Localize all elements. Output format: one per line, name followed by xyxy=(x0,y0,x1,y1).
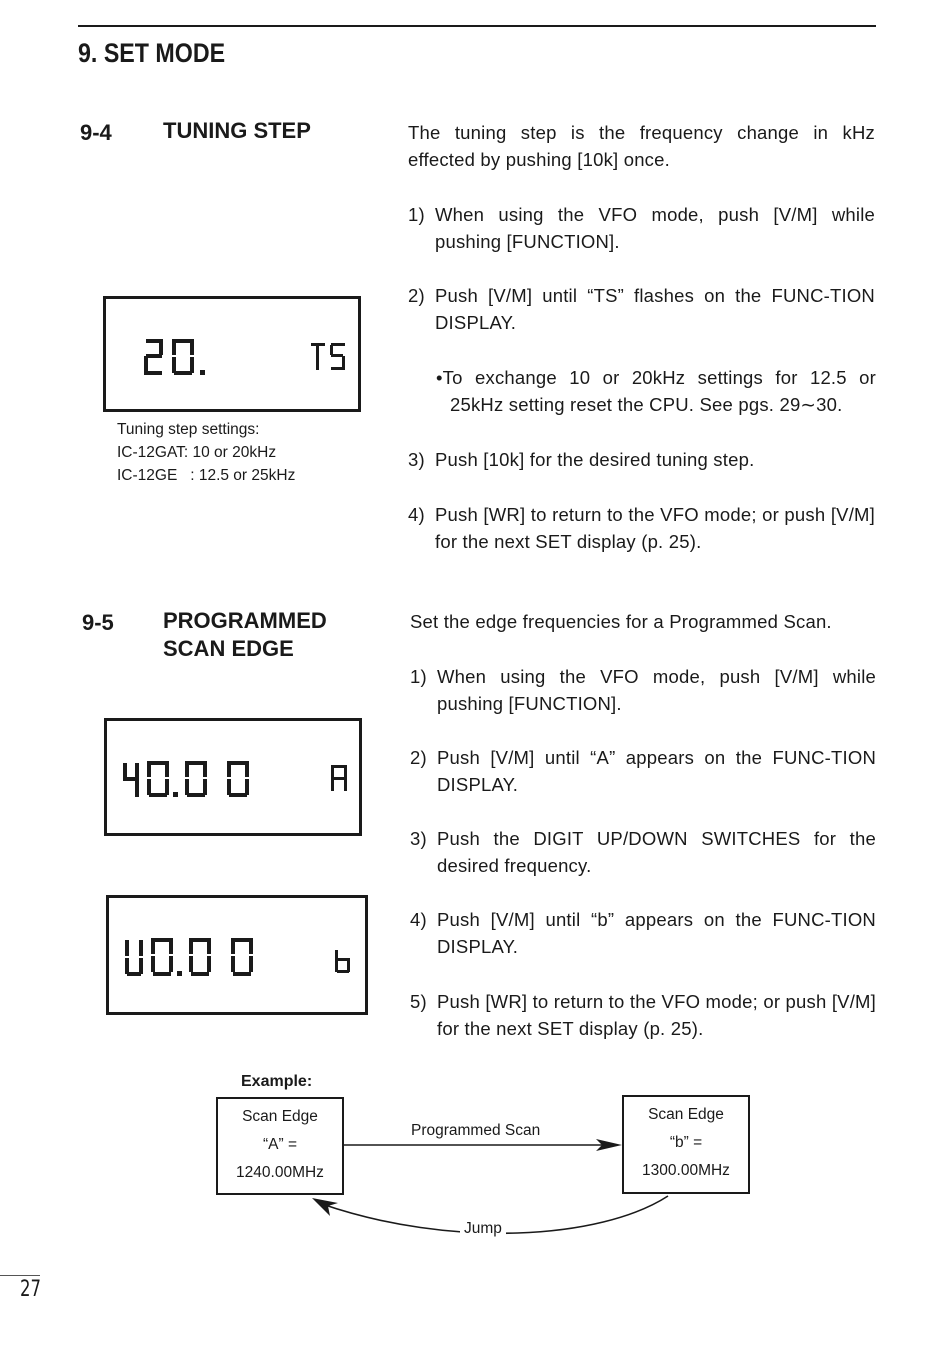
section-title: PROGRAMMED SCAN EDGE xyxy=(163,607,327,663)
edge-frequency: 1300.00MHz xyxy=(642,1162,730,1179)
step-number: 4) xyxy=(410,909,427,930)
step-text: Push [WR] to return to the VFO mode; or … xyxy=(437,991,876,1039)
edge-title: Scan Edge xyxy=(242,1108,318,1125)
chapter-title: 9. SET MODE xyxy=(78,38,226,68)
edge-label: “b” = xyxy=(669,1134,703,1151)
caption-line: Tuning step settings: xyxy=(117,421,260,438)
step-item: 2) Push [V/M] until “TS” flashes on the … xyxy=(408,282,875,336)
jump-label: Jump xyxy=(460,1220,506,1238)
step-item: 2) Push [V/M] until “A” appears on the F… xyxy=(410,744,876,798)
lcd-digits xyxy=(144,339,345,375)
edge-frequency: 1240.00MHz xyxy=(236,1164,324,1181)
section-number: 9-5 xyxy=(82,610,114,635)
step-number: 1) xyxy=(408,204,425,225)
step-number: 5) xyxy=(410,991,427,1012)
section-intro: Set the edge frequencies for a Programme… xyxy=(410,611,832,632)
step-text: Push the DIGIT UP/DOWN SWITCHES for the … xyxy=(437,828,876,876)
caption-line: IC-12GE : 12.5 or 25kHz xyxy=(117,467,296,484)
step-number: 4) xyxy=(408,504,425,525)
page-number: 27 xyxy=(20,1277,41,1302)
step-text: Push [10k] for the desired tuning step. xyxy=(435,449,755,470)
scan-edge-a-box: Scan Edge “A” = 1240.00MHz xyxy=(216,1097,344,1195)
programmed-scan-label: Programmed Scan xyxy=(411,1122,541,1139)
section-intro: The tuning step is the frequency change … xyxy=(408,122,875,170)
page-number-rule xyxy=(0,1275,40,1276)
step-number: 3) xyxy=(408,449,425,470)
scan-edge-b-box: Scan Edge “b” = 1300.00MHz xyxy=(622,1095,750,1194)
note-bullet: •To exchange 10 or 20kHz settings for 12… xyxy=(436,364,876,418)
step-text: Push [V/M] until “b” appears on the FUNC… xyxy=(437,909,876,957)
caption-line: IC-12GAT: 10 or 20kHz xyxy=(117,444,277,461)
step-text: Push [WR] to return to the VFO mode; or … xyxy=(435,504,875,552)
edge-label: “A” = xyxy=(262,1136,298,1153)
section-title-line: PROGRAMMED xyxy=(163,608,327,633)
step-number: 3) xyxy=(410,828,427,849)
section-number: 9-4 xyxy=(80,120,112,145)
note-text: •To exchange 10 or 20kHz settings for 12… xyxy=(436,367,876,415)
step-text: Push [V/M] until “A” appears on the FUNC… xyxy=(437,747,876,795)
step-item: 3) Push the DIGIT UP/DOWN SWITCHES for t… xyxy=(410,825,876,879)
step-text: Push [V/M] until “TS” flashes on the FUN… xyxy=(435,285,875,333)
edge-title: Scan Edge xyxy=(648,1106,724,1123)
step-item: 4) Push [WR] to return to the VFO mode; … xyxy=(408,501,875,555)
section-title: TUNING STEP xyxy=(163,118,311,143)
step-number: 2) xyxy=(410,747,427,768)
step-text: When using the VFO mode, push [V/M] whil… xyxy=(437,666,876,714)
step-item: 5) Push [WR] to return to the VFO mode; … xyxy=(410,988,876,1042)
lcd-display-edge-b xyxy=(106,895,368,1015)
step-number: 1) xyxy=(410,666,427,687)
section-title-line: SCAN EDGE xyxy=(163,636,294,661)
step-text: When using the VFO mode, push [V/M] whil… xyxy=(435,204,875,252)
programmed-scan-arrowhead xyxy=(596,1139,622,1151)
step-item: 3) Push [10k] for the desired tuning ste… xyxy=(408,446,875,473)
lcd-digits xyxy=(125,938,350,976)
step-item: 1) When using the VFO mode, push [V/M] w… xyxy=(408,201,875,255)
step-item: 1) When using the VFO mode, push [V/M] w… xyxy=(410,663,876,717)
example-label: Example: xyxy=(241,1073,313,1090)
step-number: 2) xyxy=(408,285,425,306)
top-rule xyxy=(78,25,876,27)
tuning-step-caption: Tuning step settings: IC-12GAT: 10 or 20… xyxy=(117,418,295,487)
lcd-digits xyxy=(123,761,347,797)
jump-arrowhead xyxy=(312,1198,338,1216)
lcd-display-edge-a xyxy=(104,718,362,836)
jump-arc xyxy=(321,1195,669,1235)
step-item: 4) Push [V/M] until “b” appears on the F… xyxy=(410,906,876,960)
lcd-display-tuning-step xyxy=(103,296,361,412)
